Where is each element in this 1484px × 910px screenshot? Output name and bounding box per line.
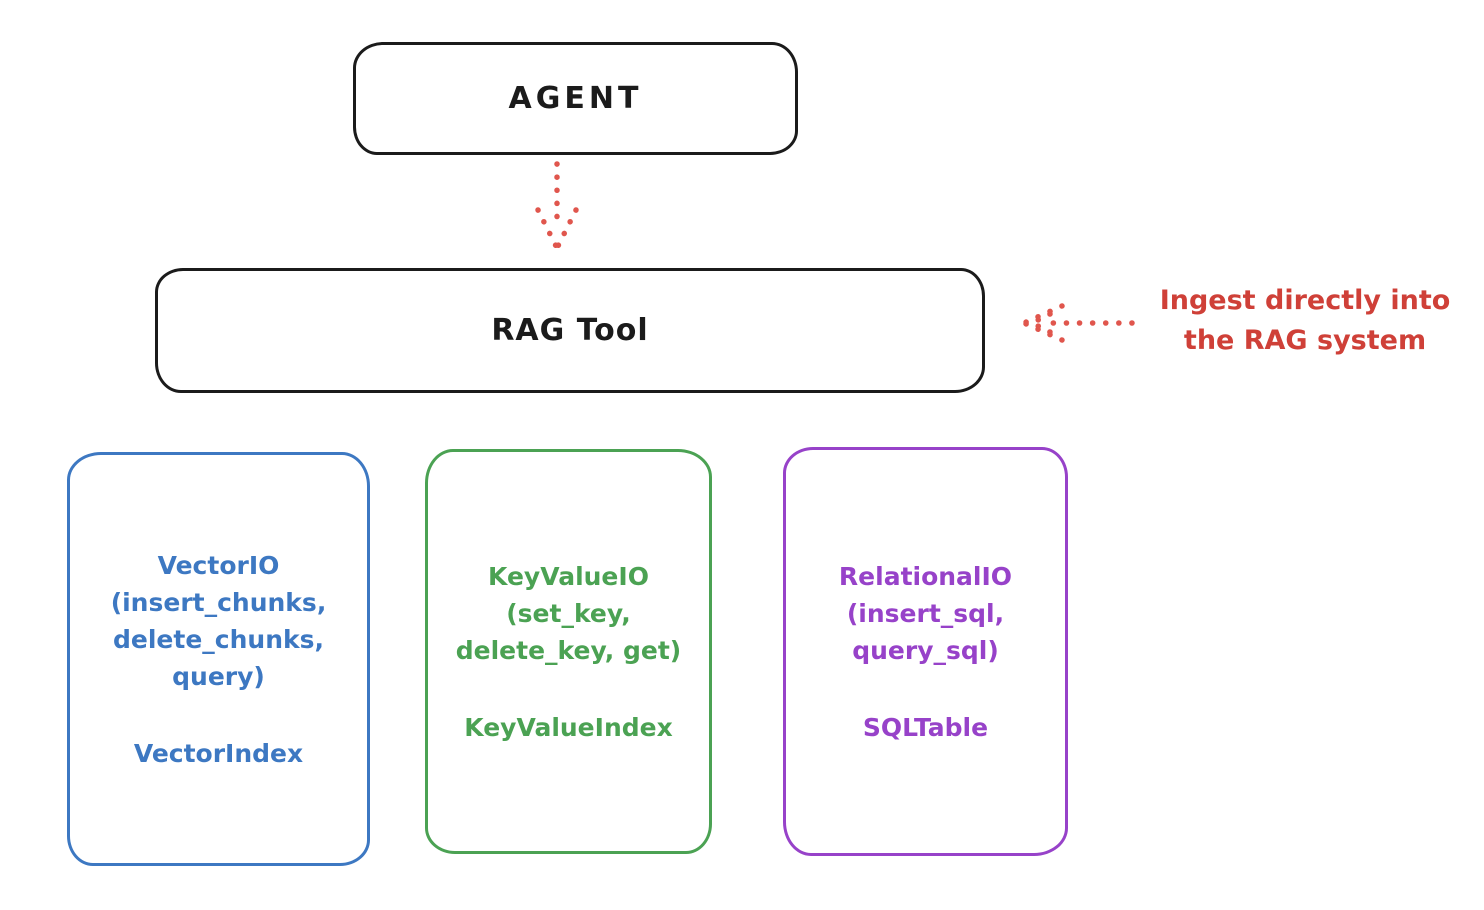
agent-node: AGENT [353, 42, 798, 155]
relational-io-methods: (insert_sql, query_sql) [846, 598, 1005, 665]
vector-index-label: VectorIndex [133, 738, 304, 768]
keyvalue-io-box: KeyValueIO (set_key, delete_key, get) Ke… [425, 449, 712, 854]
sql-table-label: SQLTable [862, 712, 989, 742]
ingest-annotation: Ingest directly into the RAG system [1159, 285, 1451, 356]
vector-io-methods: (insert_chunks, delete_chunks, query) [110, 587, 327, 691]
keyvalue-io-methods: (set_key, delete_key, get) [455, 598, 682, 665]
keyvalue-index-label: KeyValueIndex [464, 712, 673, 742]
rag-tool-label: RAG Tool [491, 313, 649, 348]
dotted-left-arrow-icon [1021, 303, 1135, 343]
vector-io-title: VectorIO [157, 550, 280, 580]
relational-io-box: RelationalIO (insert_sql, query_sql) SQL… [783, 447, 1068, 856]
dotted-down-arrow-icon [535, 161, 579, 251]
keyvalue-io-title: KeyValueIO [488, 561, 649, 591]
rag-tool-node: RAG Tool [155, 268, 985, 393]
agent-label: AGENT [508, 81, 643, 116]
vector-io-box: VectorIO (insert_chunks, delete_chunks, … [67, 452, 370, 866]
relational-io-title: RelationalIO [838, 561, 1013, 591]
